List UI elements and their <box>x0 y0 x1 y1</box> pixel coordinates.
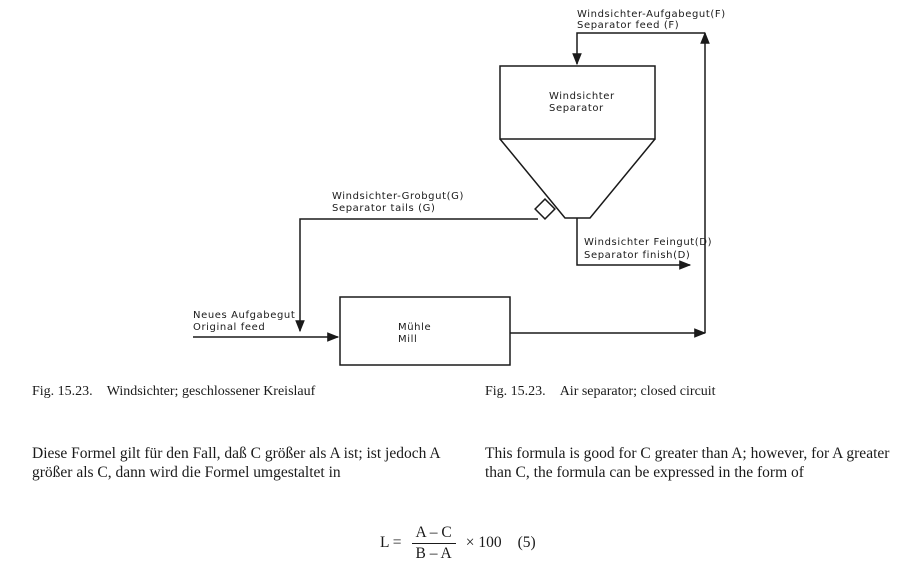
formula-multiplier: × 100 <box>465 534 502 551</box>
formula-fraction: A – C B – A <box>411 524 456 563</box>
new-feed-label-en: Original feed <box>193 322 265 333</box>
figure-number: Fig. 15.23. <box>485 384 546 399</box>
english-paragraph: This formula is good for C greater than … <box>485 445 890 481</box>
mill-label-en: Mill <box>398 334 417 345</box>
tails-outlet <box>534 198 556 220</box>
figure-caption-text: Windsichter; geschlossener Kreislauf <box>106 384 316 399</box>
separator-label-en: Separator <box>549 103 604 114</box>
mill-box <box>339 296 511 366</box>
finish-label-en: Separator finish(D) <box>584 250 690 261</box>
figure-caption-german: Fig. 15.23. Windsichter; geschlossener Kr… <box>32 384 315 400</box>
tails-label-en: Separator tails (G) <box>332 203 436 214</box>
formula-lhs: L = <box>380 534 402 551</box>
figure-number: Fig. 15.23. <box>32 384 93 399</box>
closed-circuit-diagram: Windsichter-Aufgabegut(F) Separator feed… <box>193 9 726 366</box>
feed-top-label-en: Separator feed (F) <box>577 20 679 31</box>
separator-label-de: Windsichter <box>549 91 615 102</box>
german-paragraph: Diese Formel gilt für den Fall, daß C gr… <box>32 445 440 481</box>
formula-denominator: B – A <box>415 544 452 562</box>
figure-caption-text: Air separator; closed circuit <box>559 384 716 399</box>
separator-cone <box>499 138 656 219</box>
feed-top-label-de: Windsichter-Aufgabegut(F) <box>577 9 726 20</box>
separator-box <box>499 65 656 140</box>
mill-label-de: Mühle <box>398 322 431 333</box>
formula-number: (5) <box>517 534 536 551</box>
tails-return-line <box>295 218 538 333</box>
formula-numerator: A – C <box>411 524 456 544</box>
formula-5: L = A – C B – A × 100 (5) <box>380 521 536 565</box>
separator-feed-line <box>572 32 705 66</box>
separator-finish-line <box>576 218 692 270</box>
finish-label-de: Windsichter Feingut(D) <box>584 237 712 248</box>
new-feed-label-de: Neues Aufgabegut <box>193 310 295 321</box>
tails-label-de: Windsichter-Grobgut(G) <box>332 191 464 202</box>
figure-caption-english: Fig. 15.23. Air separator; closed circuit <box>485 384 716 400</box>
